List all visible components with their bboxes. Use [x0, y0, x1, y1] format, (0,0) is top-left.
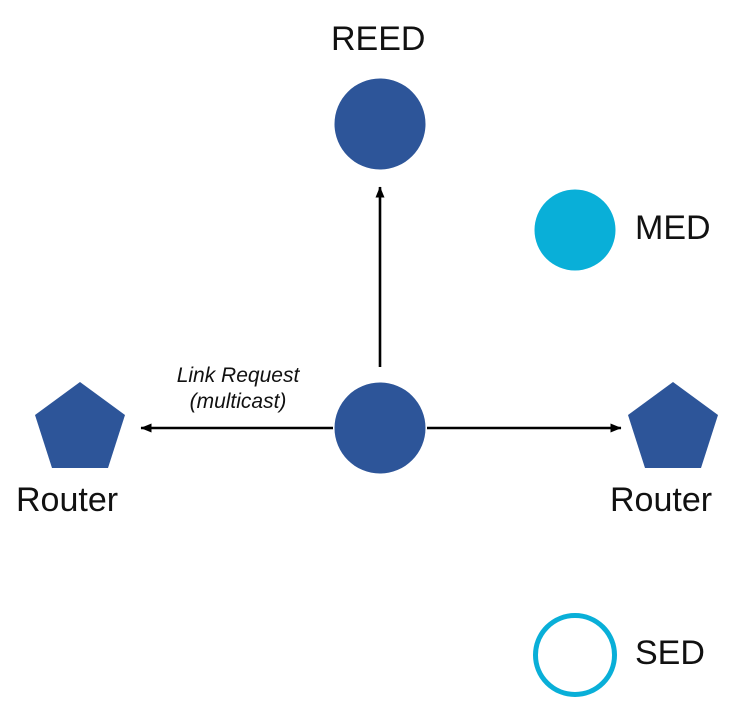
- edge-label-line-1: Link Request: [176, 364, 300, 387]
- node-reed[interactable]: [334, 78, 426, 170]
- node-label-router-right: Router: [610, 481, 713, 519]
- node-label-reed: REED: [331, 20, 426, 58]
- node-med[interactable]: [534, 189, 616, 271]
- node-router-left[interactable]: [35, 382, 125, 468]
- node-label-sed: SED: [635, 634, 705, 672]
- node-label-med: MED: [635, 209, 711, 247]
- node-router-right[interactable]: [628, 382, 718, 468]
- node-center-router[interactable]: [334, 382, 426, 474]
- node-sed[interactable]: [533, 613, 617, 697]
- node-label-router-left: Router: [16, 481, 119, 519]
- edge-label-line-2: (multicast): [189, 390, 287, 413]
- edge-label-link-request: Link Request (multicast): [160, 363, 316, 415]
